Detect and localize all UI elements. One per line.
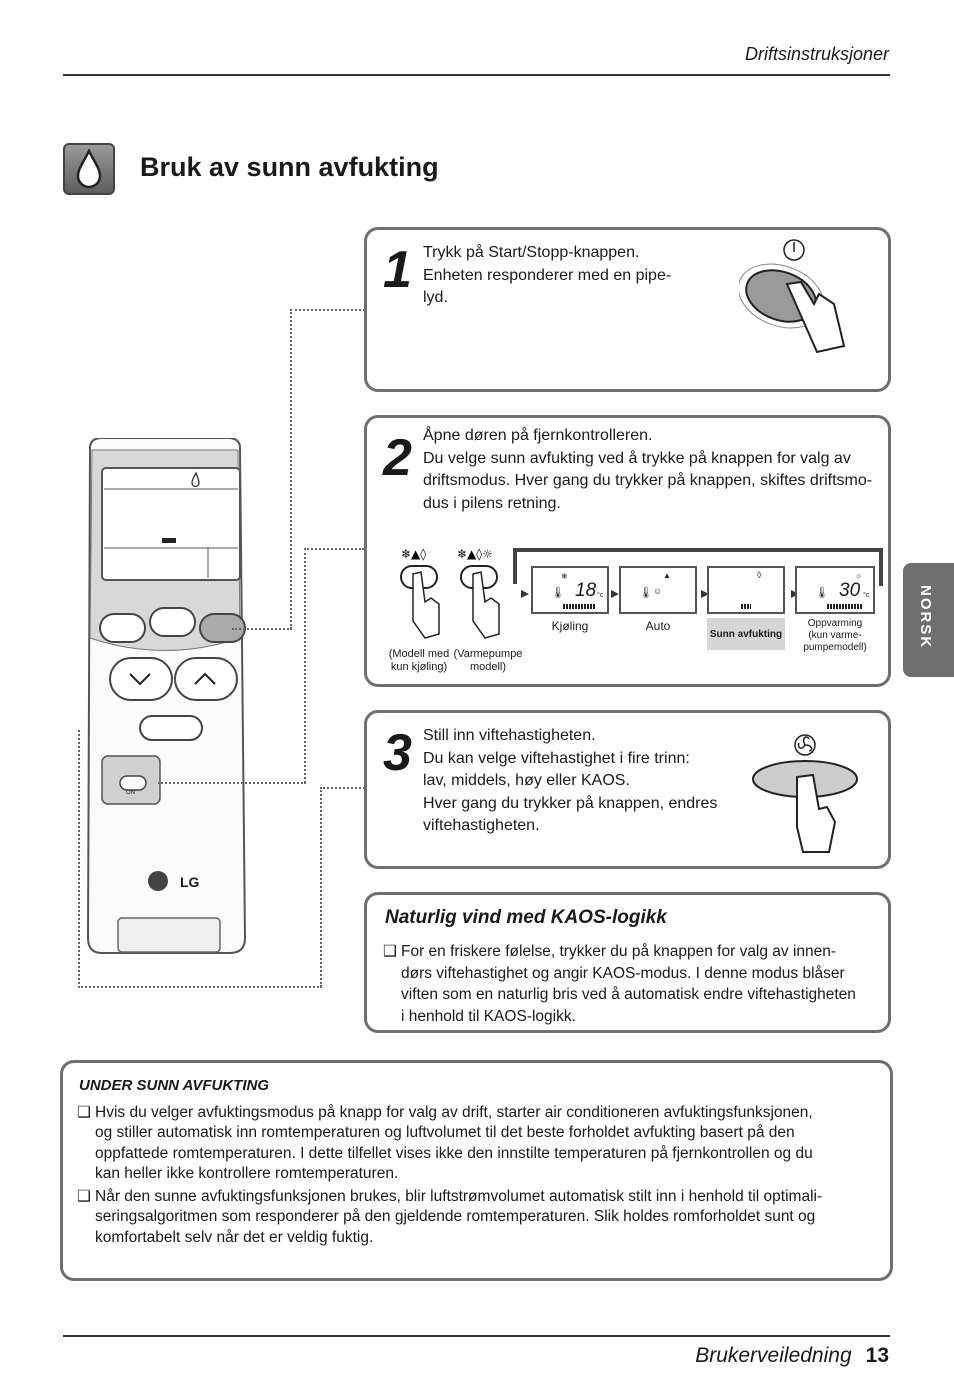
sun-icon: ☼: [855, 571, 863, 580]
notes-panel: UNDER SUNN AVFUKTING ❑ Hvis du velger av…: [60, 1060, 893, 1281]
mode-label-healthy-dehumid: Sunn avfukting: [707, 618, 785, 650]
thermometer-icon: 🌡: [551, 587, 565, 599]
checkbox-bullet-icon: ❑: [77, 1104, 91, 1121]
kaos-text: ❑ For en friskere følelse, trykker du på…: [383, 941, 883, 1027]
temperature-value: 18: [575, 580, 597, 601]
lcd-auto: ▲ 🌡 ☺: [619, 566, 697, 614]
label-line: modell): [469, 661, 507, 673]
snowflake-icon: ❄: [561, 572, 568, 581]
lcd-heating: ☼ 🌡 30 °c: [795, 566, 875, 614]
connector-2: [304, 548, 364, 783]
step-line: dus i pilens retning.: [423, 494, 561, 512]
mode-label-cooling: Kjøling: [551, 619, 589, 633]
step-line: Enheten responderer med en pipe-: [423, 266, 672, 284]
label-line: (Modell med: [388, 648, 450, 660]
step-line: Du velge sunn avfukting ved å trykke på …: [423, 449, 851, 467]
step-line: lav, middels, høy eller KAOS.: [423, 772, 630, 789]
header-rule: [63, 74, 890, 76]
text-line: viften som en naturlig bris ved å automa…: [401, 986, 856, 1003]
mode-button-label-heatpump: (Varmepumpe modell): [453, 648, 523, 674]
label-line: Oppvarming: [807, 618, 863, 629]
auto-face-icon: ☺: [653, 586, 663, 596]
language-tab-label: NORSK: [917, 585, 934, 650]
checkbox-bullet-icon: ❑: [383, 943, 397, 960]
fan-bar: [741, 604, 751, 609]
page-title: Bruk av sunn avfukting: [140, 152, 439, 182]
remote-control: LG ON: [80, 437, 250, 958]
text-line: For en friskere følelse, trykker du på k…: [401, 943, 837, 960]
language-tab: NORSK: [903, 563, 954, 677]
notes-text: ❑ Hvis du velger avfuktingsmodus på knap…: [77, 1103, 877, 1248]
connector-3b: [78, 730, 322, 988]
water-drop-small-icon: ◊: [757, 570, 762, 580]
temperature-unit: °c: [863, 592, 870, 599]
checkbox-bullet-icon: ❑: [77, 1188, 91, 1206]
thermometer-icon: 🌡: [815, 587, 829, 599]
mode-label-heating: Oppvarming (kun varme- pumpemodell): [795, 618, 875, 654]
mode-label-auto: Auto: [645, 619, 671, 633]
water-drop-icon: [63, 143, 115, 195]
text-line: dørs viftehastighet og angir KAOS-modus.…: [401, 964, 845, 982]
text-line: kan heller ikke kontrollere romtemperatu…: [95, 1164, 399, 1182]
step-1-panel: 1 Trykk på Start/Stopp-knappen. Enheten …: [364, 227, 891, 392]
step-line: viftehastigheten.: [423, 817, 540, 834]
connector-1: [290, 309, 365, 629]
label-line: pumpemodell): [803, 642, 867, 653]
lcd-cooling: ❄ 🌡 18 °c: [531, 566, 609, 614]
footer-label: Brukerveiledning: [695, 1344, 852, 1367]
lcd-healthy-dehumid: ◊: [707, 566, 785, 614]
fan-speed-button-illustration: [752, 734, 858, 853]
step-number: 3: [383, 724, 412, 782]
thermometer-icon: 🌡: [639, 587, 653, 599]
step-number: 1: [383, 241, 412, 299]
start-stop-button-illustration: [739, 239, 846, 354]
label-line: (Varmepumpe: [453, 648, 523, 660]
step-line: Hver gang du trykker på knappen, endres: [423, 794, 718, 812]
text-line: komfortabelt selv når det er veldig fukt…: [95, 1228, 374, 1246]
auto-icon: ▲: [663, 571, 671, 580]
step-line: driftsmodus. Hver gang du trykker på kna…: [423, 472, 873, 489]
text-line: Hvis du velger avfuktingsmodus på knapp …: [95, 1104, 813, 1121]
notes-title: UNDER SUNN AVFUKTING: [79, 1077, 269, 1094]
label-line: kun kjøling): [390, 661, 448, 673]
step-number: 2: [383, 429, 412, 487]
kaos-panel: Naturlig vind med KAOS-logikk ❑ For en f…: [364, 892, 891, 1033]
text-line: og stiller automatisk inn romtemperature…: [95, 1124, 795, 1142]
footer: Brukerveiledning 13: [695, 1344, 889, 1368]
temperature-value: 30: [839, 580, 861, 601]
connector-1b: [232, 628, 292, 630]
temperature-unit: °c: [597, 592, 604, 599]
brand-logo: LG: [180, 874, 200, 890]
mode-cycle-arrow: [513, 548, 883, 598]
step-line: lyd.: [423, 289, 448, 306]
fan-bar: [827, 604, 863, 609]
step-line: Du kan velge viftehastighet i fire trinn…: [423, 749, 690, 767]
step-line: Åpne døren på fjernkontrolleren.: [423, 427, 653, 444]
step-3-panel: 3 Still inn viftehastigheten. Du kan vel…: [364, 710, 891, 869]
step-1-text: Trykk på Start/Stopp-knappen. Enheten re…: [423, 242, 671, 310]
step-2-text: Åpne døren på fjernkontrolleren. Du velg…: [423, 425, 872, 515]
footer-rule: [63, 1335, 890, 1337]
text-line: i henhold til KAOS-logikk.: [401, 1007, 576, 1025]
label-line: (kun varme-: [808, 630, 862, 641]
step-2-panel: 2 Åpne døren på fjernkontrolleren. Du ve…: [364, 415, 891, 687]
svg-text:❄▲◊☼: ❄▲◊☼: [457, 547, 493, 561]
svg-text:❄▲◊: ❄▲◊: [401, 547, 426, 561]
step-line: Trykk på Start/Stopp-knappen.: [423, 244, 640, 261]
connector-2b: [158, 782, 306, 784]
mode-buttons-illustration: ❄▲◊ ❄▲◊☼: [400, 547, 500, 639]
text-line: oppfattede romtemperaturen. I dette tilf…: [95, 1144, 813, 1162]
connector-3: [320, 787, 365, 987]
page-number: 13: [865, 1344, 889, 1367]
text-line: seringsalgoritmen som responderer på den…: [95, 1208, 816, 1226]
step-3-text: Still inn viftehastigheten. Du kan velge…: [423, 725, 717, 838]
on-label: ON: [126, 790, 135, 796]
text-line: Når den sunne avfuktingsfunksjonen bruke…: [95, 1188, 823, 1206]
fan-bar: [563, 604, 595, 609]
step-line: Still inn viftehastigheten.: [423, 727, 596, 744]
kaos-title: Naturlig vind med KAOS-logikk: [385, 907, 667, 928]
mode-button-label-cooling: (Modell med kun kjøling): [387, 648, 451, 674]
section-header: Driftsinstruksjoner: [744, 44, 889, 64]
